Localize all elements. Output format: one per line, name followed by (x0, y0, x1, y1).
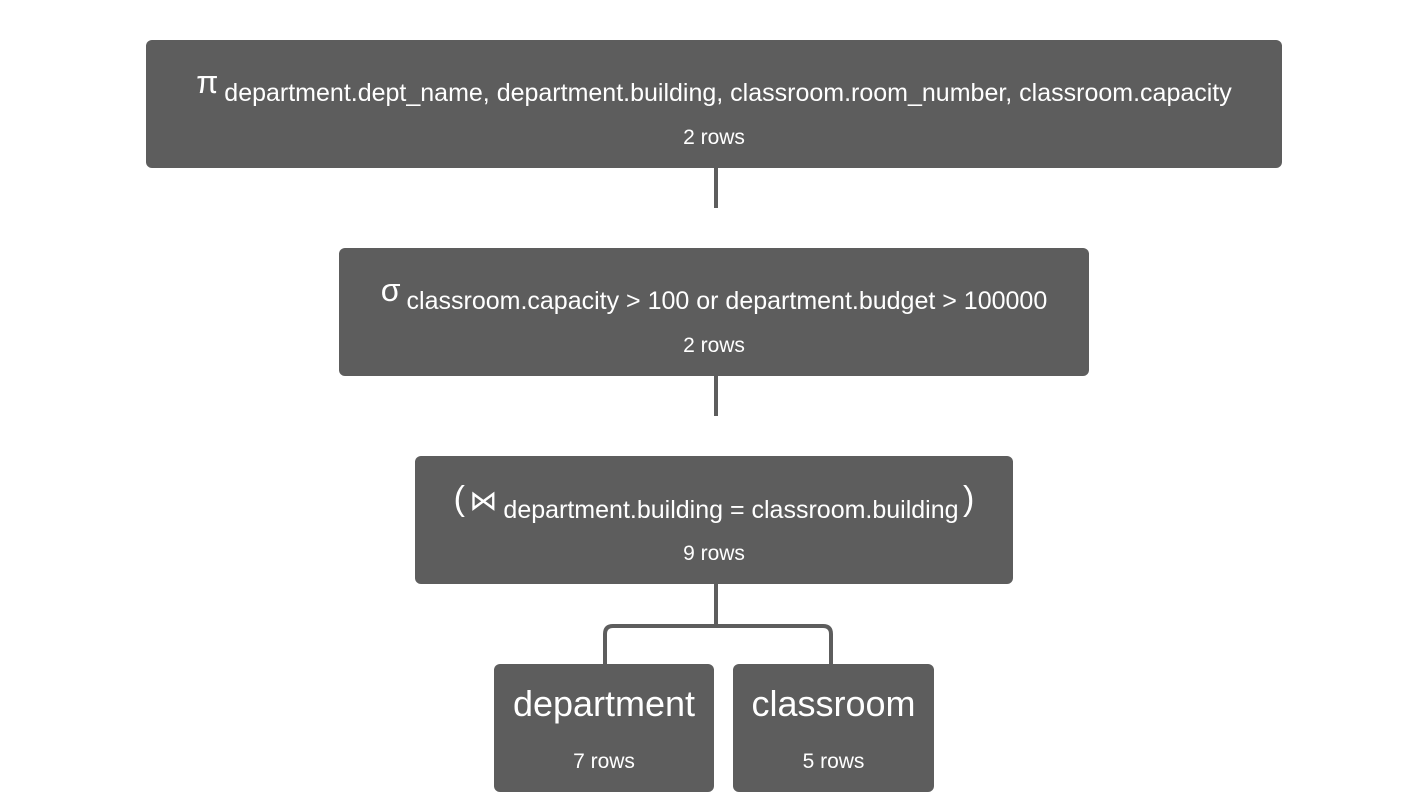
join-condition: department.building = classroom.building (503, 496, 959, 524)
selection-row-count: 2 rows (683, 334, 745, 357)
join-node[interactable]: ( ⋈department.building = classroom.build… (415, 456, 1013, 584)
projection-symbol: π (196, 64, 219, 100)
join-open-paren: ( (453, 480, 465, 518)
relation-name: classroom (751, 683, 916, 724)
edge-join-leaves (603, 584, 833, 664)
relation-row-count: 7 rows (573, 750, 635, 773)
join-symbol: ⋈ (469, 485, 498, 516)
relation-node-department[interactable]: department 7 rows (494, 664, 714, 792)
selection-symbol: σ (380, 272, 401, 308)
join-expression: ( ⋈department.building = classroom.build… (415, 482, 1013, 523)
join-row-count: 9 rows (683, 542, 745, 565)
projection-attributes: department.dept_name, department.buildin… (224, 79, 1232, 107)
projection-row-count: 2 rows (683, 126, 745, 149)
relation-row-count: 5 rows (802, 750, 865, 773)
relation-node-classroom[interactable]: classroom 5 rows (733, 664, 934, 792)
join-close-paren: ) (963, 480, 975, 518)
selection-condition: classroom.capacity > 100 or department.b… (406, 287, 1048, 315)
relation-name: department (512, 683, 696, 724)
